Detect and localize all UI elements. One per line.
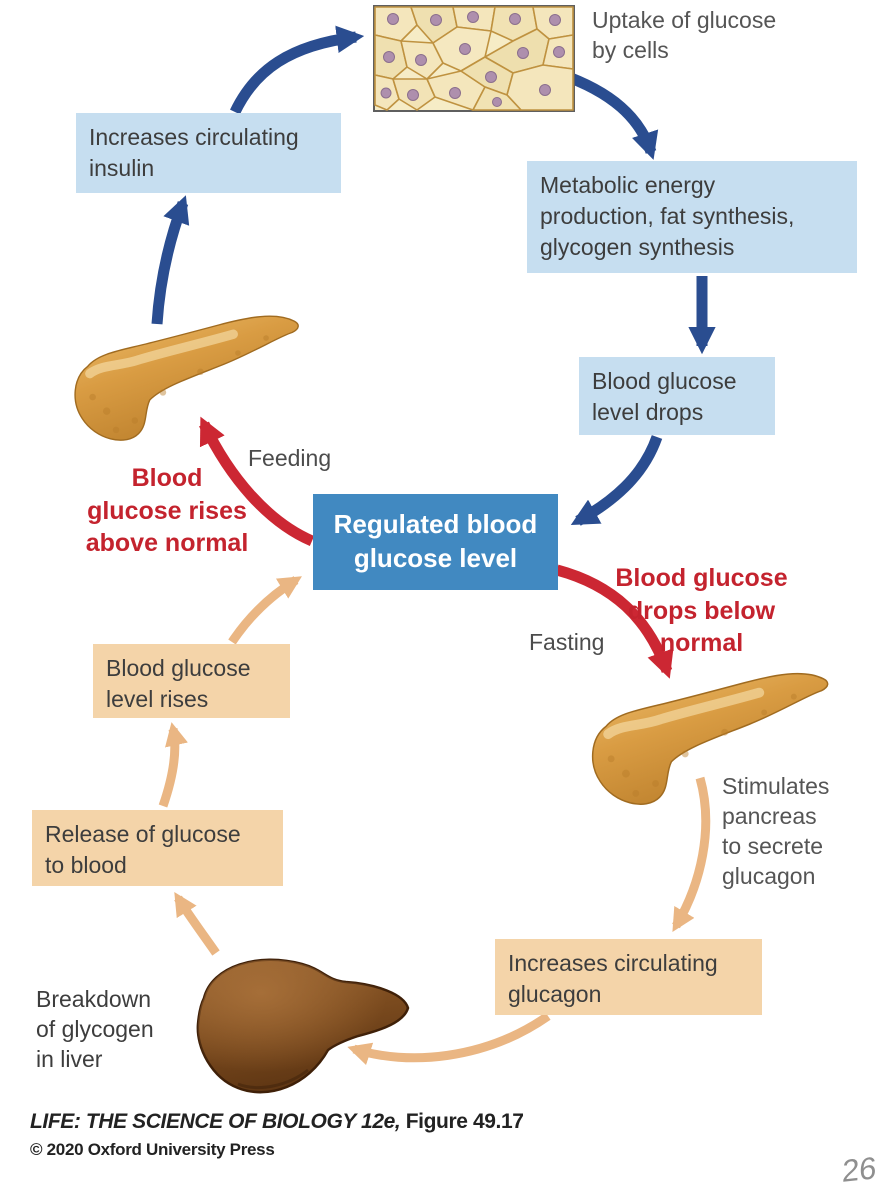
- uptake-of-glucose-label: Uptake of glucose by cells: [592, 7, 777, 63]
- page-number: 26: [841, 1150, 878, 1189]
- arrow-insulin-to-cells: [230, 25, 365, 115]
- liver-icon: [196, 958, 410, 1094]
- arrow-pancreas-to-glucagon-box: [672, 776, 711, 933]
- pancreas-icon: [74, 315, 299, 441]
- glucose-level-drops-box: Blood glucose level drops: [579, 357, 775, 435]
- stimulates-pancreas-label: Stimulates pancreas to secrete glucagon: [722, 773, 830, 889]
- arrow-pancreas-to-insulin-box: [151, 195, 190, 325]
- arrow-glucagon-to-liver: [347, 1012, 551, 1066]
- arrow-rises-to-regulated: [228, 576, 302, 645]
- pancreas-icon: [591, 672, 829, 805]
- arrow-fasting: [555, 564, 674, 679]
- arrow-cells-to-metabolic: [558, 68, 659, 160]
- metabolic-energy-box: Metabolic energy production, fat synthes…: [527, 161, 857, 273]
- arrow-drops-to-regulated: [570, 435, 663, 526]
- increases-insulin-box: Increases circulating insulin: [76, 113, 341, 193]
- book-title: LIFE: THE SCIENCE OF BIOLOGY 12e,: [30, 1110, 401, 1133]
- breakdown-glycogen-label: Breakdown of glycogen in liver: [36, 986, 154, 1072]
- release-of-glucose-box: Release of glucose to blood: [32, 810, 283, 886]
- arrow-feeding: [199, 416, 315, 547]
- copyright-line: © 2020 Oxford University Press: [30, 1140, 275, 1159]
- glucose-level-rises-box: Blood glucose level rises: [93, 644, 290, 718]
- increases-glucagon-box: Increases circulating glucagon: [495, 939, 762, 1015]
- cells-illustration: [373, 5, 575, 112]
- citation-line: LIFE: THE SCIENCE OF BIOLOGY 12e, Figure…: [30, 1110, 524, 1134]
- blood-glucose-rises-label: Blood glucose rises above normal: [85, 464, 249, 557]
- blood-glucose-drops-label: Blood glucose drops below normal: [615, 564, 788, 657]
- arrow-liver-to-release: [174, 892, 220, 956]
- feeding-label: Feeding: [248, 445, 332, 471]
- figure-number: Figure 49.17: [400, 1110, 524, 1133]
- arrow-release-to-rises: [158, 722, 188, 808]
- fasting-label: Fasting: [529, 629, 605, 655]
- regulated-blood-glucose-box: Regulated blood glucose level: [313, 494, 558, 590]
